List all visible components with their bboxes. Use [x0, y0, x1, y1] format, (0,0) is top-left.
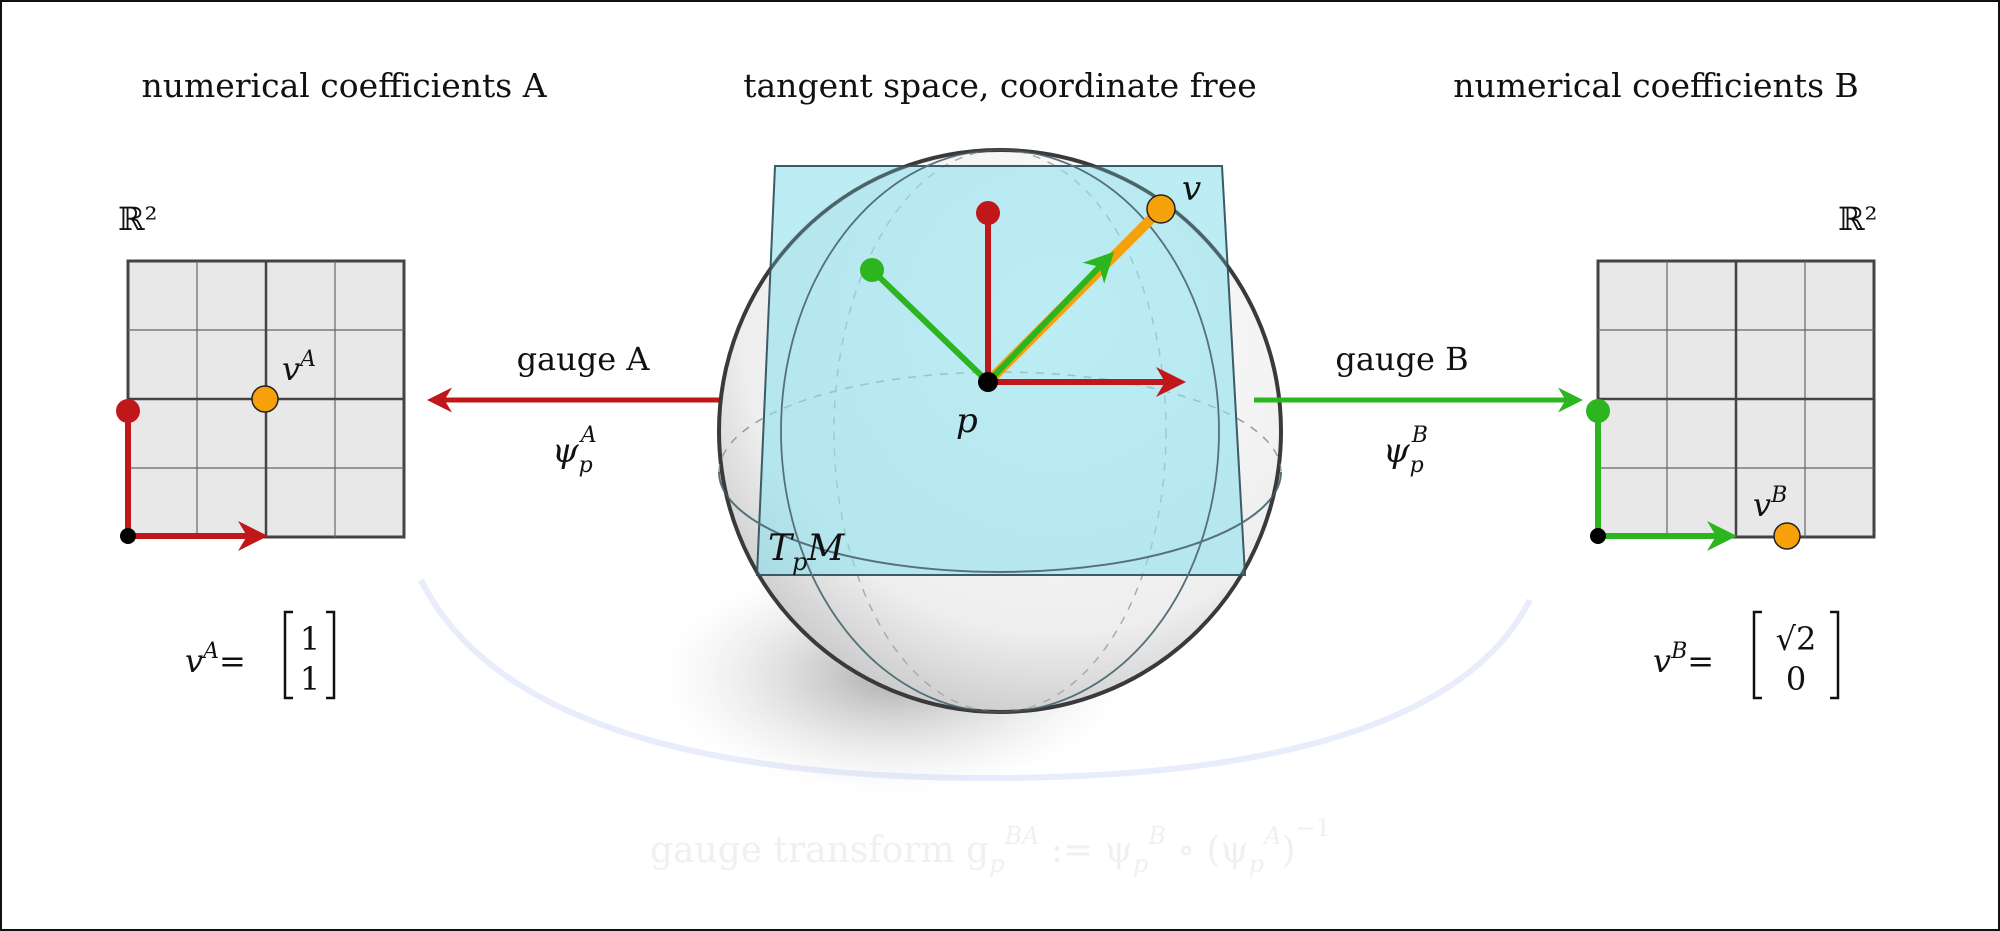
space-label-left: ℝ²: [118, 200, 157, 238]
basis-b-e1: [985, 251, 1115, 385]
basis-b-e2-tip: [860, 258, 884, 282]
svg-text:vB=: vB=: [1653, 639, 1714, 680]
svg-text:1: 1: [300, 660, 320, 698]
space-label-right: ℝ²: [1838, 200, 1877, 238]
title-left: numerical coefficients A: [141, 66, 547, 105]
vector-label-right: vB: [1753, 483, 1787, 524]
basis-e2-tip-right: [1586, 399, 1610, 423]
vector-point-left: [251, 385, 279, 413]
title-center: tangent space, coordinate free: [743, 66, 1257, 105]
tangent-plane-label: TpM: [768, 528, 845, 576]
vector-v-point: [1146, 194, 1176, 224]
basis-a-e2-tip: [976, 201, 1000, 225]
gauge-transform-label: gauge transform gpBA := ψpB ∘ (ψpA)−1: [650, 814, 1331, 878]
grid-right: [1596, 259, 1876, 539]
psi-b-label: ψpB: [1383, 423, 1428, 478]
svg-text:0: 0: [1786, 660, 1806, 698]
svg-text:vA=: vA=: [185, 639, 246, 680]
gauge-a-label: gauge A: [517, 340, 651, 378]
point-p: [978, 372, 998, 392]
point-p-label: p: [956, 401, 978, 441]
svg-text:1: 1: [300, 620, 320, 658]
equation-left: vA= 1 1: [185, 610, 336, 700]
basis-b-e2: [869, 267, 991, 385]
vector-v-label: v: [1182, 169, 1201, 209]
vector-point-right: [1773, 522, 1801, 550]
gauge-b-label: gauge B: [1335, 340, 1468, 378]
vector-label-left: vA: [282, 347, 316, 388]
psi-a-label: ψpA: [552, 423, 597, 478]
basis-e2-tip-left: [116, 399, 140, 423]
gauge-transform-arc: [418, 578, 1533, 782]
equation-right: vB= √2 0: [1653, 610, 1840, 700]
title-right: numerical coefficients B: [1453, 66, 1859, 105]
origin-left: [120, 528, 136, 544]
svg-text:√2: √2: [1776, 620, 1817, 658]
origin-right: [1590, 528, 1606, 544]
grid-left: [126, 259, 406, 539]
